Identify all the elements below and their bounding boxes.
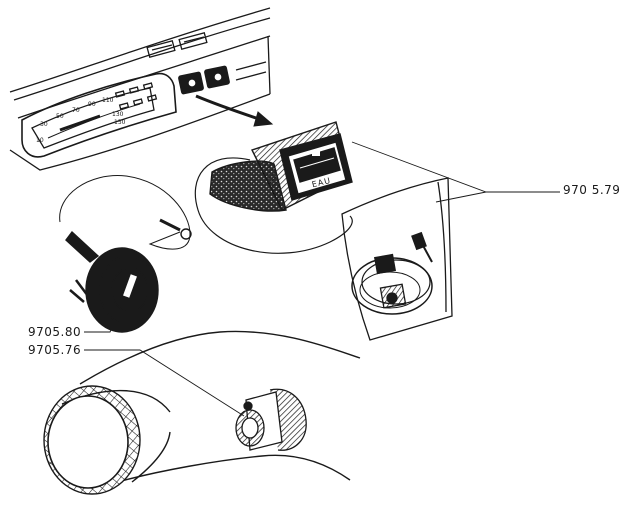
sender-unit xyxy=(235,388,307,451)
svg-text:30: 30 xyxy=(40,121,48,128)
svg-text:130: 130 xyxy=(112,111,124,118)
dashboard-panel xyxy=(9,7,271,171)
svg-text:110: 110 xyxy=(102,97,114,104)
svg-text:10: 10 xyxy=(36,137,44,144)
round-gauge xyxy=(59,175,192,333)
radiator-hose xyxy=(43,330,361,495)
speedometer-numbers: 10 30 50 70 90 110 130 150 xyxy=(36,97,126,144)
leader-lines xyxy=(84,141,560,417)
svg-text:70: 70 xyxy=(72,107,80,114)
water-gauge-unit xyxy=(209,121,353,212)
installation-arrow xyxy=(195,94,274,127)
callout-sender-unit: 9705.76 xyxy=(28,343,82,357)
svg-text:150: 150 xyxy=(114,119,126,126)
kit-bag xyxy=(341,177,453,341)
callout-water-gauge: 9705.80 xyxy=(28,325,82,339)
callout-gauge-kit: 970 5.79 xyxy=(563,183,621,197)
svg-text:50: 50 xyxy=(56,113,64,120)
svg-text:90: 90 xyxy=(88,101,96,108)
